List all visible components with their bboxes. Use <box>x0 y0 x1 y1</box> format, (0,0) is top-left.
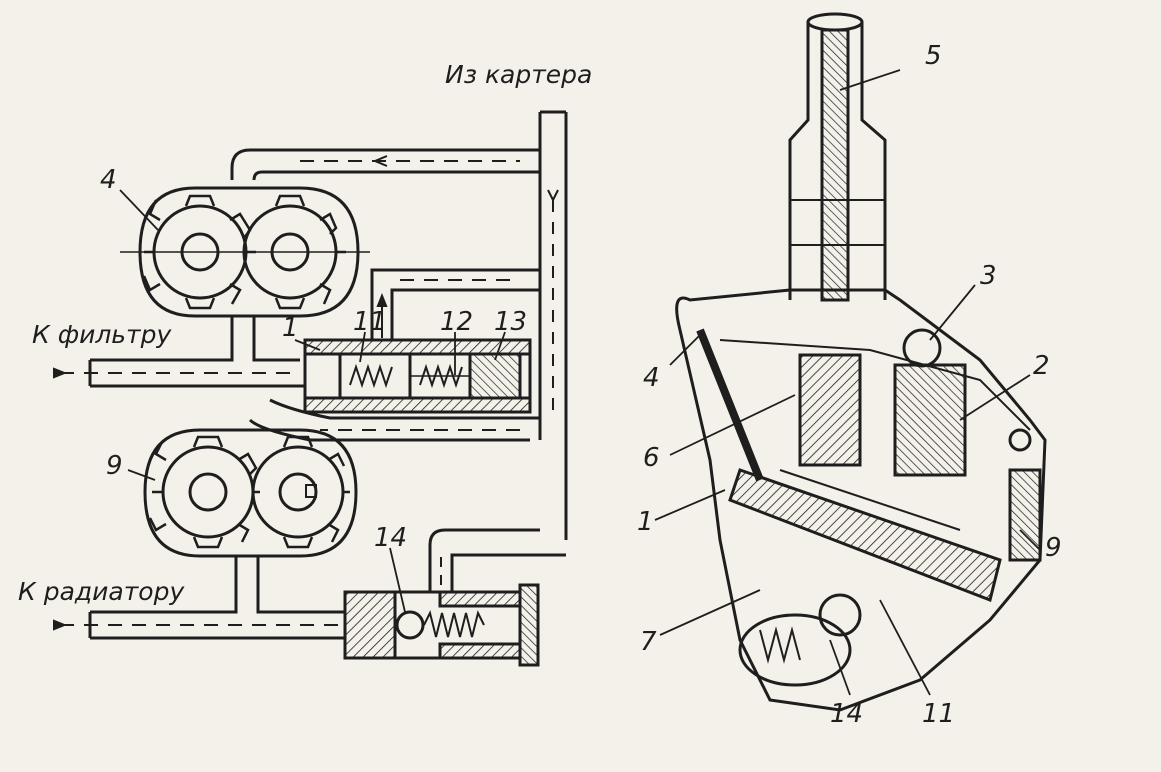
callout-cutaway-11: 11 <box>922 699 955 729</box>
callout-cutaway-2: 2 <box>1033 351 1050 381</box>
label-to-radiator: К радиатору <box>18 577 185 606</box>
label-to-filter: К фильтру <box>32 320 172 349</box>
callout-scheme-4: 4 <box>100 165 117 195</box>
leader-lines <box>119 69 1041 696</box>
callout-scheme-9: 9 <box>106 451 123 481</box>
drive-shaft <box>788 12 887 302</box>
callout-cutaway-5: 5 <box>925 41 942 71</box>
pump-body <box>675 288 1047 712</box>
relief-valve <box>303 268 540 414</box>
crankcase-channel <box>538 110 568 540</box>
cutaway-view <box>675 12 1047 712</box>
callout-cutaway-7: 7 <box>640 627 657 657</box>
upper-intake-channel <box>230 148 540 181</box>
callout-scheme-13: 13 <box>494 307 527 337</box>
callout-cutaway-4: 4 <box>643 363 660 393</box>
callout-scheme-12: 12 <box>440 307 473 337</box>
filter-outlet-channel <box>53 316 318 388</box>
callout-cutaway-9: 9 <box>1045 533 1062 563</box>
radiator-valve <box>343 528 566 667</box>
lower-gear-pump <box>143 428 358 558</box>
radiator-outlet-channel <box>53 556 345 640</box>
upper-gear-pump <box>120 186 370 318</box>
label-from-crankcase: Из картера <box>445 60 592 89</box>
callout-cutaway-6: 6 <box>643 443 660 473</box>
schematic <box>53 110 568 667</box>
callout-cutaway-14: 14 <box>830 699 863 729</box>
callout-cutaway-3: 3 <box>980 261 997 291</box>
text-labels: Из картера К фильтру К радиатору 4 1 11 … <box>18 41 1062 729</box>
callout-scheme-11: 11 <box>353 307 386 337</box>
callout-scheme-1: 1 <box>282 313 299 343</box>
callout-cutaway-1: 1 <box>637 507 654 537</box>
callout-scheme-14: 14 <box>374 523 407 553</box>
